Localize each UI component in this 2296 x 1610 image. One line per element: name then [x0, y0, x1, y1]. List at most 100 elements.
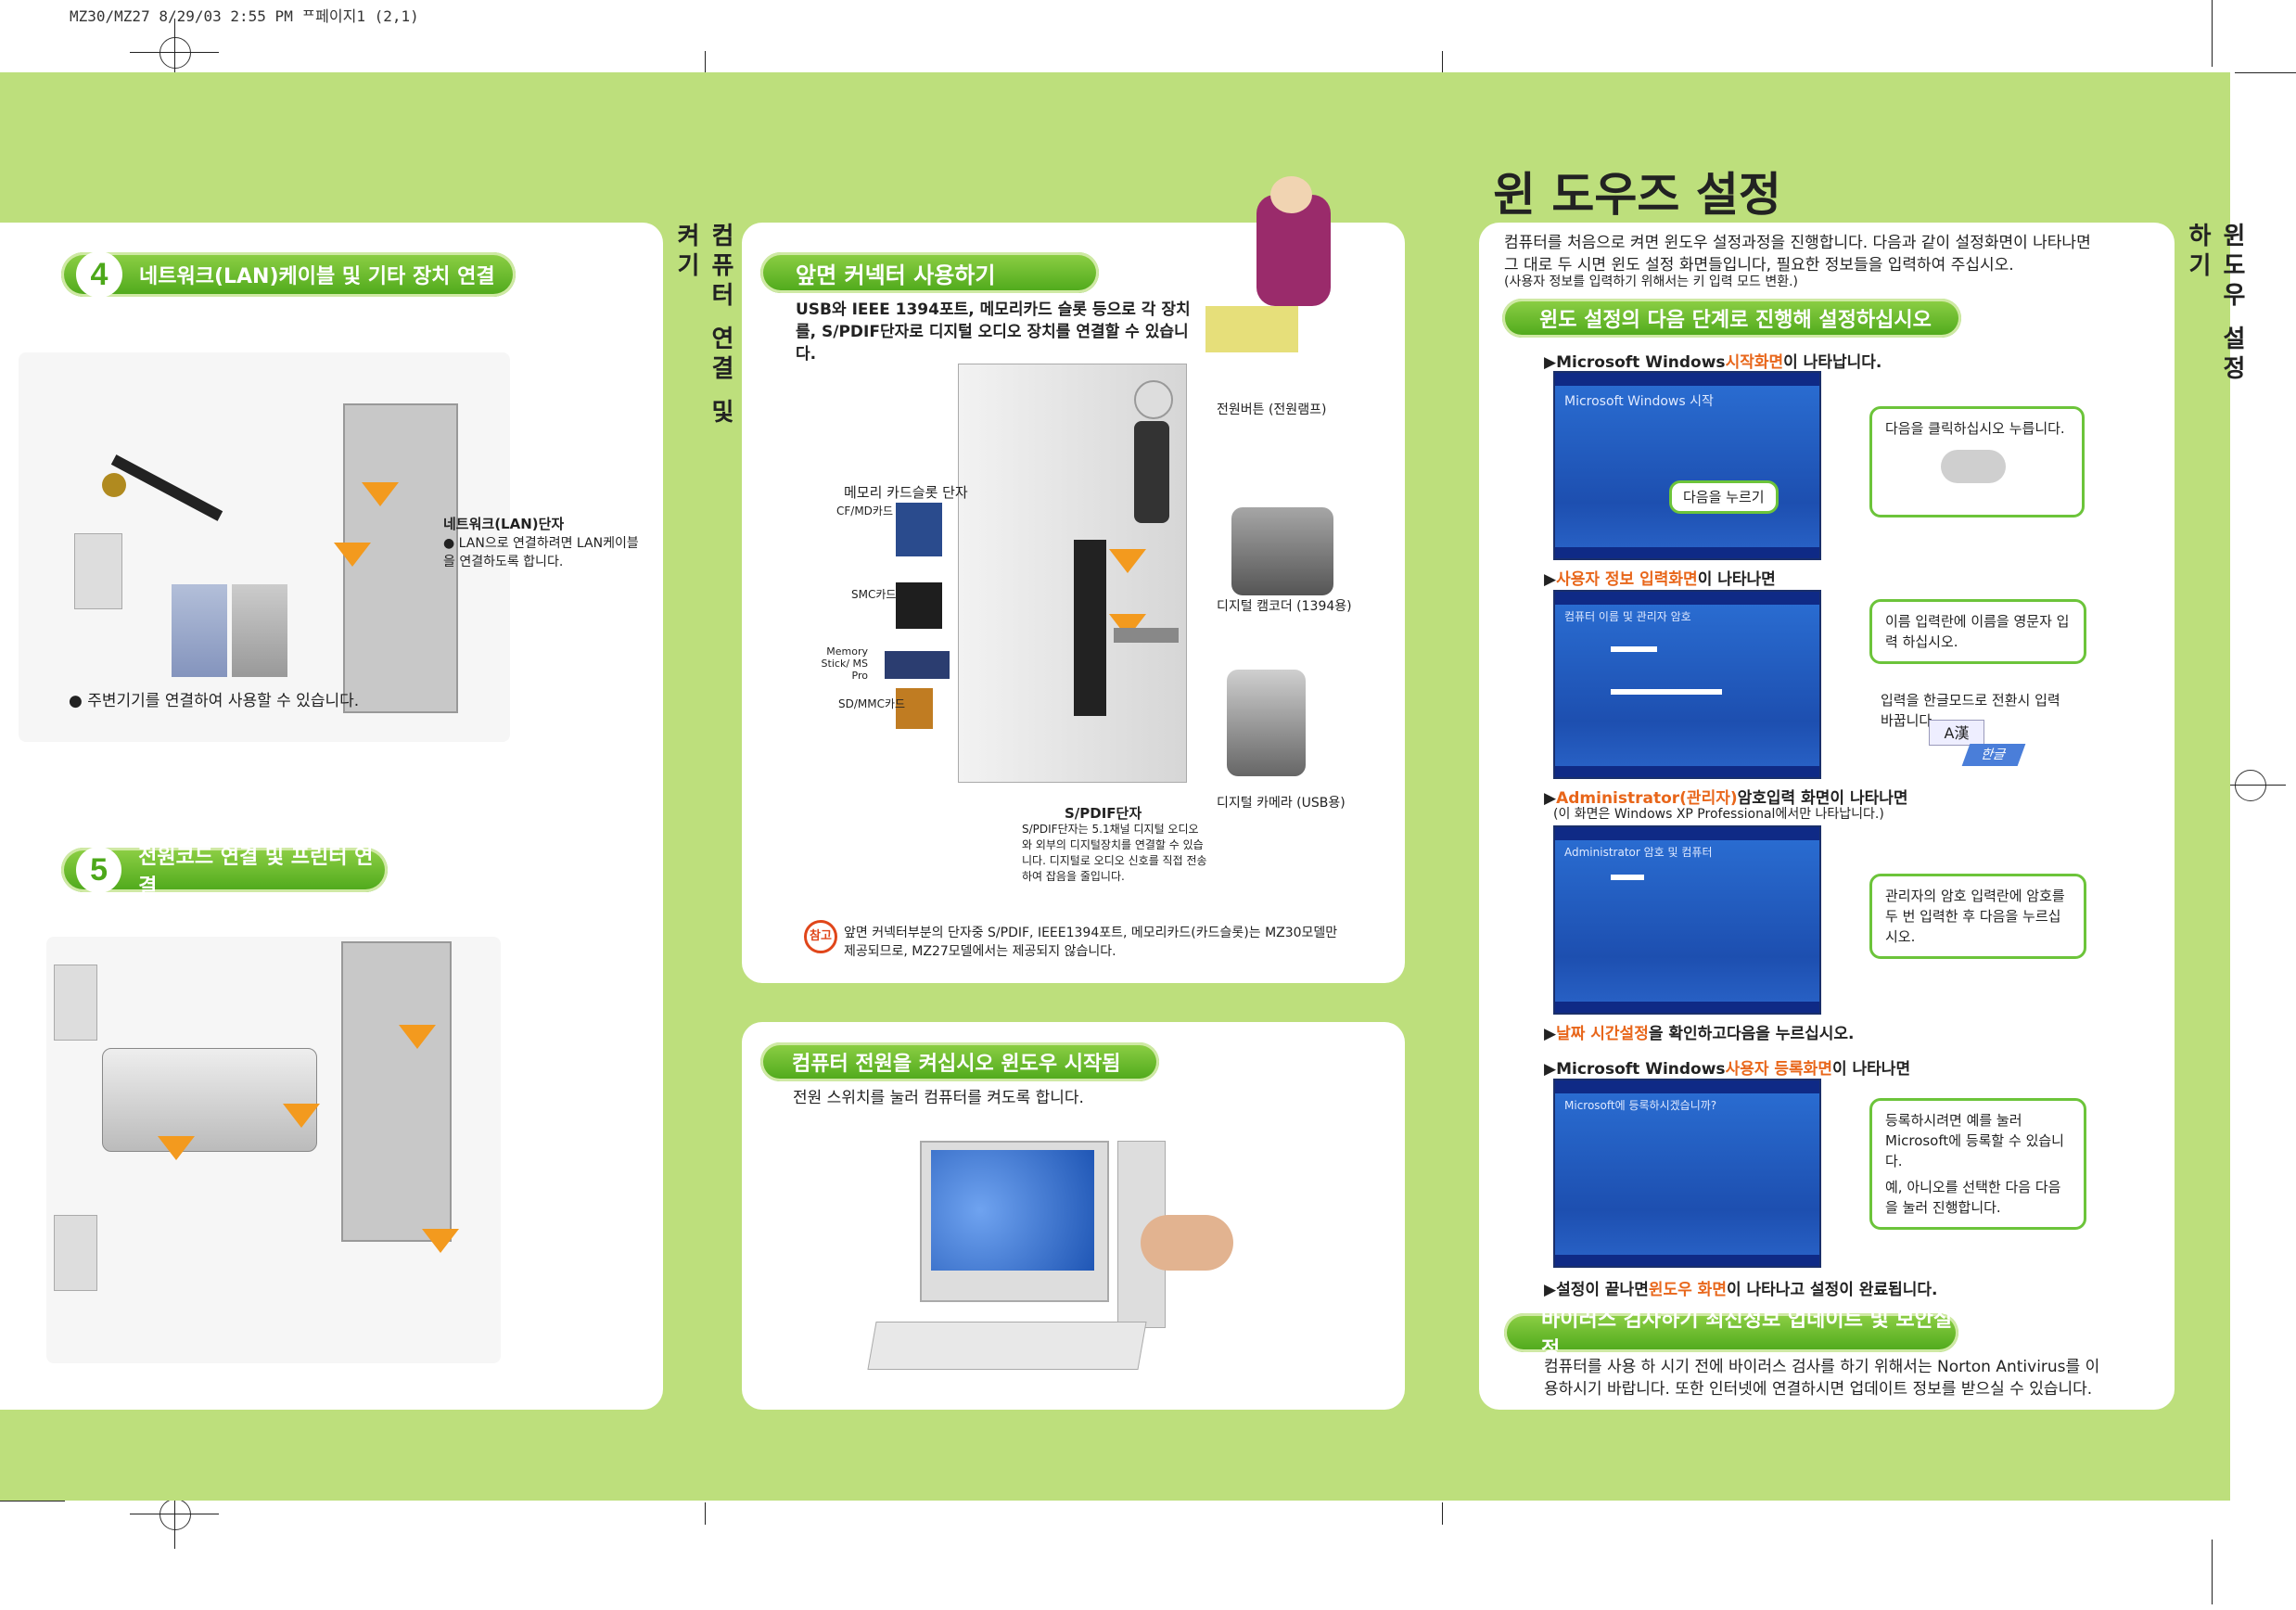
pc-tower-back: [343, 403, 458, 713]
front-panel-illustration: [796, 364, 1352, 799]
triangle-icon: ▶: [1544, 1025, 1557, 1043]
step2-caption: ▶사용자 정보 입력화면이 나타나면: [1544, 566, 1776, 589]
cheering-man-illustration: [1192, 139, 1396, 362]
orange-arrow-icon: [283, 1104, 320, 1128]
shot-title: Microsoft Windows 시작: [1564, 394, 1714, 409]
card-slot-label: 메모리 카드슬롯 단자: [844, 484, 968, 501]
callout-step1: 다음을 클릭하십시오 누릅니다.: [1869, 406, 2085, 518]
bottom-bar: [1555, 547, 1819, 558]
bullet-icon: ●: [69, 692, 88, 710]
step4-next: 다음: [1726, 1025, 1756, 1043]
orange-arrow-icon: [1109, 549, 1146, 573]
bottom-bar: [1555, 766, 1819, 777]
usb-plug-icon: [1114, 628, 1179, 643]
registration-mark: [159, 1499, 191, 1530]
peripheral-note: ● 주변기기를 연결하여 사용할 수 있습니다.: [69, 690, 359, 712]
shot-title: Administrator 암호 및 컴퓨터: [1564, 846, 1713, 859]
ime-toolbar-icon: A漢: [1929, 720, 1984, 746]
hand-icon: [1141, 1215, 1233, 1271]
registration-mark: [159, 37, 191, 69]
subheader-setup-steps: 윈도 설정의 다음 단계로 진행해 설정하십시오: [1502, 299, 1961, 338]
front-connectors-title: 앞면 커넥터 사용하기: [796, 262, 996, 288]
windows-intro: 컴퓨터를 처음으로 켜면 윈도우 설정과정을 진행합니다. 다음과 같이 설정화…: [1504, 234, 2091, 275]
crop-mark: [1442, 1502, 1443, 1525]
rear-panel-illustration: [19, 352, 510, 742]
step1-prefix: Microsoft Windows: [1556, 353, 1726, 372]
subheader-antivirus: 바이러스 검사하기 최신정보 업데이트 및 보안설정: [1504, 1309, 1958, 1361]
orange-arrow-icon: [362, 482, 399, 506]
crop-mark: [174, 1484, 175, 1549]
crop-mark: [2221, 785, 2286, 786]
shot-title: 컴퓨터 이름 및 관리자 암호: [1564, 610, 1691, 623]
man-desk: [1205, 306, 1298, 352]
lan-note: ● LAN으로 연결하려면 LAN케이블을 연결하도록 합니다.: [443, 534, 647, 571]
power-on-title: 컴퓨터 전원을 켜십시오 윈도우 시작됨: [792, 1053, 1121, 1076]
power-button-label: 전원버튼 (전원램프): [1217, 402, 1327, 417]
step3-highlight: Administrator(관리자): [1556, 789, 1738, 808]
smc-card-icon: [896, 582, 942, 629]
shot-title: Microsoft에 등록하시겠습니까?: [1564, 1099, 1717, 1112]
step3-suffix: 암호입력 화면이 나타나면: [1737, 789, 1908, 808]
microphone-head: [102, 473, 126, 497]
pc-tower-back: [341, 941, 452, 1242]
subheader-setup-steps-title: 윈도 설정의 다음 단계로 진행해 설정하십시오: [1539, 309, 1932, 332]
bullet-icon: ●: [443, 536, 459, 551]
callout-step2: 이름 입력란에 이름을 영문자 입력 하십시오.: [1869, 599, 2086, 664]
antivirus-text: 컴퓨터를 사용 하 시기 전에 바이러스 검사를 하기 위해서는 Norton …: [1544, 1358, 2100, 1399]
step6-caption: ▶설정이 끝나면윈도우 화면이 나타나고 설정이 완료됩니다.: [1544, 1276, 1938, 1299]
wall-socket-icon: [54, 1215, 97, 1291]
peripheral-note-text: 주변기기를 연결하여 사용할 수 있습니다.: [87, 692, 360, 710]
step4-highlight: 날짜 시간설정: [1556, 1025, 1649, 1043]
camcorder-1394-label: 디지털 캠코더 (1394용): [1217, 599, 1352, 614]
power-on-header: 컴퓨터 전원을 켜십시오 윈도우 시작됨: [760, 1042, 1159, 1081]
front-intro: USB와 IEEE 1394포트, 메모리카드 슬롯 등으로 각 장치를, S/…: [796, 300, 1191, 364]
subheader-antivirus-title: 바이러스 검사하기 최신정보 업데이트 및 보안설정: [1541, 1309, 1953, 1361]
wall-socket-icon: [74, 533, 122, 609]
title-bar: [1555, 827, 1819, 840]
triangle-icon: ▶: [1544, 353, 1557, 372]
monitor-screen: [931, 1150, 1094, 1271]
wall-socket-icon: [54, 965, 97, 1041]
front-connectors-header: 앞면 커넥터 사용하기: [760, 252, 1099, 293]
orange-arrow-icon: [158, 1136, 195, 1160]
triangle-icon: ▶: [1544, 570, 1557, 589]
windows-setup-heading: 윈 도우즈 설정: [1493, 168, 1781, 222]
step1-highlight: 시작화면: [1725, 353, 1784, 372]
step6-suffix: 이 나타나고 설정이 완료됩니다.: [1726, 1281, 1938, 1299]
crop-mark: [2235, 72, 2296, 73]
camera-usb-label: 디지털 카메라 (USB용): [1217, 796, 1346, 811]
mouse-hand-icon: [1941, 450, 2006, 483]
step4-mid: 을 확인하고: [1648, 1025, 1727, 1043]
windows-intro-note: (사용자 정보를 입력하기 위해서는 키 입력 모드 변환.): [1504, 275, 1799, 289]
triangle-icon: ▶: [1544, 789, 1557, 808]
lan-port-label: 네트워크(LAN)단자: [443, 516, 565, 532]
card-slot-panel: [1074, 540, 1106, 716]
vertical-title-right: 윈도우 설정하기: [2184, 223, 2246, 386]
name-input-mock: [1611, 646, 1657, 652]
note-badge: 참고: [804, 920, 837, 953]
step4-suffix: 을 누르십시오.: [1755, 1025, 1855, 1043]
ms-label: Memory Stick/ MS Pro: [821, 645, 868, 682]
camera-icon: [1227, 670, 1306, 776]
bottom-bar: [1555, 1002, 1819, 1013]
smc-label: SMC카드: [851, 588, 897, 601]
crop-mark: [2212, 0, 2213, 67]
sd-card-icon: [896, 688, 933, 729]
callout-step5-text-b: 예, 아니오를 선택한 다음 다음을 눌러 진행합니다.: [1885, 1179, 2061, 1216]
step-number-5: 5: [76, 847, 122, 893]
callout-step3: 관리자의 암호 입력란에 암호를 두 번 입력한 후 다음을 누르십시오.: [1869, 874, 2086, 959]
orange-arrow-icon: [334, 543, 371, 567]
cf-label: CF/MD카드: [836, 505, 893, 518]
step2-highlight: 사용자 정보 입력화면: [1556, 570, 1698, 589]
title-bar: [1555, 1080, 1819, 1093]
power-on-text: 전원 스위치를 눌러 컴퓨터를 켜도록 합니다.: [793, 1089, 1084, 1107]
keyboard-icon: [867, 1322, 1147, 1370]
man-body: [1256, 195, 1331, 306]
step6-prefix: 설정이 끝나면: [1556, 1281, 1649, 1299]
man-head: [1270, 176, 1312, 213]
callout-step5-text-a: 등록하시려면 예를 눌러 Microsoft에 등록할 수 있습니다.: [1885, 1112, 2064, 1169]
spdif-desc: S/PDIF단자는 5.1채널 디지털 오디오와 외부의 디지털장치를 연결할 …: [1022, 823, 1207, 883]
orange-arrow-icon: [399, 1025, 436, 1049]
section5-header: 5 전원코드 연결 및 프린터 연결: [61, 846, 388, 899]
power-button-icon: [1134, 380, 1173, 419]
